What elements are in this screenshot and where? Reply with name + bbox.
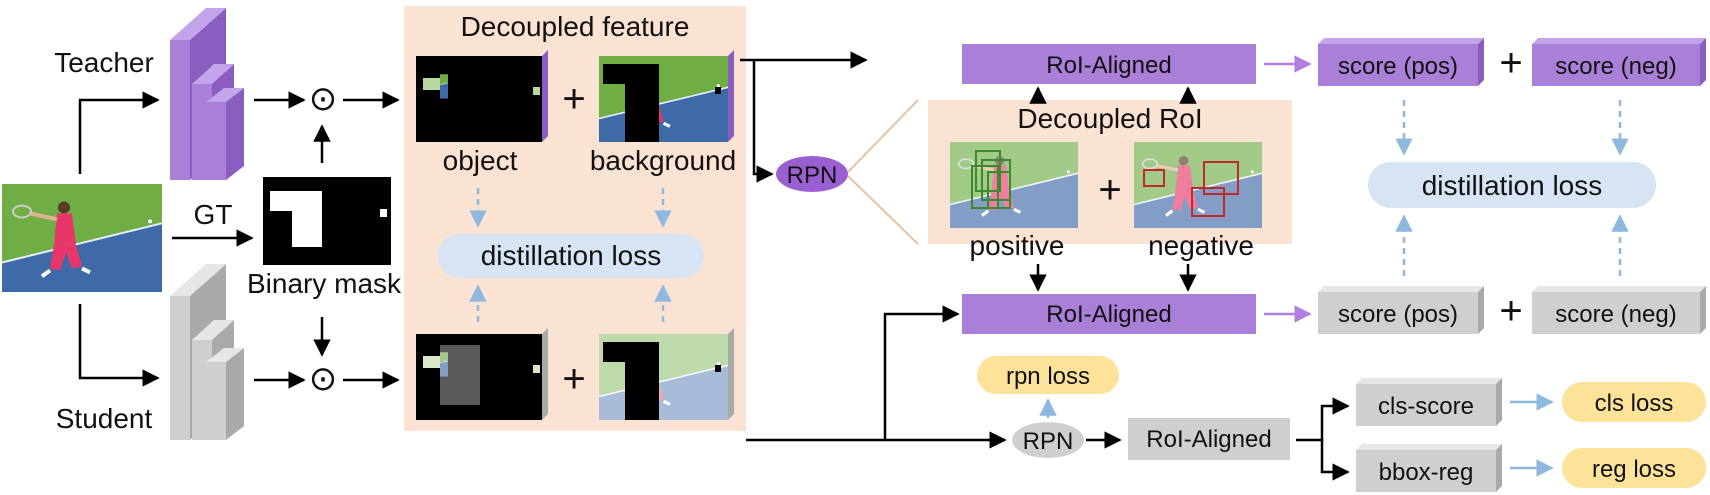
rpn-bottom-node [1012,422,1084,458]
decoupled-feature-title: Decoupled feature [461,11,690,42]
roi-aligned-teacher: RoI-Aligned [1046,52,1171,79]
teacher-label: Teacher [54,47,154,78]
cls-score: cls-score [1378,393,1474,420]
score-neg-teacher-box [1532,38,1706,86]
distillation-loss-right-pill [1368,162,1656,208]
rpn-bottom-label: RPN [1023,428,1074,455]
score-pos-student-box [1318,286,1484,334]
roi-aligned-student-box [962,294,1256,334]
student-odot-icon: ⊙ [309,360,338,398]
background-label: background [590,145,736,176]
score-neg-teacher: score (neg) [1555,53,1676,80]
negative-roi-image [1134,142,1262,228]
score-pos-student: score (pos) [1338,301,1458,328]
bbox-reg-box [1356,444,1502,492]
object-label: object [443,145,518,176]
teacher-object-feature [416,50,548,142]
roi-head-to-cls-arrow [1296,397,1350,442]
score-neg-student: score (neg) [1555,301,1676,328]
score-plus-student: + [1499,289,1522,333]
teacher-network [170,8,244,180]
roi-head-to-reg-arrow [1320,440,1350,481]
student-object-feature [416,328,548,420]
rpn-loss-pill [977,356,1119,394]
rpn-top-node [776,156,848,192]
teacher-background-feature [599,50,734,142]
cls-score-box [1356,378,1502,426]
roi-aligned-head-box [1128,418,1290,460]
negative-label: negative [1148,230,1254,261]
input-image [2,184,162,292]
rpn-zoom-line-bottom [847,175,919,245]
input-to-teacher-arrow [78,91,160,174]
bbox-reg: bbox-reg [1379,459,1474,486]
positive-label: positive [970,230,1065,261]
score-plus-teacher: + [1499,41,1522,85]
score-pos-teacher-box [1318,38,1484,86]
rpn-zoom-line-top [847,99,919,173]
cls-loss-pill [1562,382,1706,422]
distillation-loss-right: distillation loss [1422,170,1603,201]
feature-plus-teacher: + [562,77,585,121]
reg-loss-pill [1562,448,1706,488]
cls-loss: cls loss [1595,390,1674,417]
score-pos-teacher: score (pos) [1338,53,1458,80]
score-neg-student-box [1532,286,1706,334]
feature-plus-student: + [562,357,585,401]
teacher-odot-icon: ⊙ [309,80,338,118]
student-feature-to-roi-arrow [883,305,960,440]
student-label: Student [56,403,153,434]
student-network [170,264,244,440]
roi-aligned-head: RoI-Aligned [1146,426,1271,453]
roi-aligned-student: RoI-Aligned [1046,301,1171,328]
positive-roi-image [950,142,1078,228]
distillation-loss-left-pill [438,234,704,278]
roi-plus: + [1098,168,1121,212]
gt-label: GT [194,199,233,230]
input-to-student-arrow [78,304,160,387]
distillation-loss-left: distillation loss [481,240,662,271]
rpn-loss: rpn loss [1006,363,1090,390]
binary-mask [263,177,391,265]
teacher-feature-to-rpn-arrow [752,60,774,183]
rpn-top-label: RPN [787,162,838,189]
roi-aligned-teacher-box [962,44,1256,84]
student-background-feature [599,328,734,420]
binary-mask-label: Binary mask [247,268,402,299]
decoupled-roi-title: Decoupled RoI [1017,103,1202,134]
reg-loss: reg loss [1592,456,1676,483]
